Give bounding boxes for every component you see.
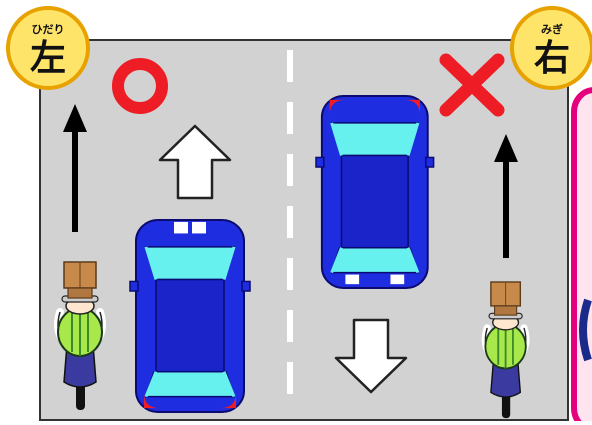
left-badge-kanji: 左	[30, 38, 66, 79]
left-car	[130, 220, 250, 412]
right-car	[316, 96, 434, 288]
right-badge-kanji: 右	[534, 38, 570, 79]
left-badge-furigana: ひだり	[32, 23, 65, 36]
right-badge-furigana: みぎ	[541, 22, 563, 36]
side-panel	[574, 90, 592, 421]
right-badge: みぎ 右	[512, 8, 592, 88]
left-badge: ひだり 左	[8, 8, 88, 88]
